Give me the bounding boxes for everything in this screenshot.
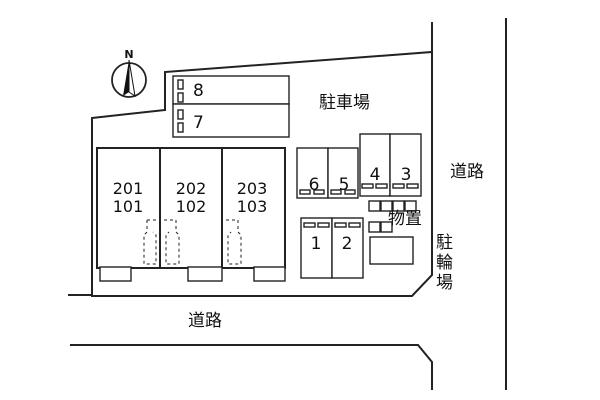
space-label-3: 3 <box>401 165 412 185</box>
parking-space-7 <box>172 103 290 138</box>
compass: N <box>111 48 147 98</box>
parking-space-1 <box>300 217 333 279</box>
space-label-4: 4 <box>370 165 381 185</box>
wheel-stop-2a <box>334 222 347 228</box>
bike-parking: 駐 輪 場 <box>369 233 453 293</box>
space-label-2: 2 <box>342 234 353 254</box>
bike-parking-label-1: 駐 <box>436 233 453 253</box>
porch-unit-2 <box>187 266 223 282</box>
storage-box-1 <box>368 200 381 212</box>
parking-spaces-right: 4 3 <box>359 133 422 197</box>
unit-label-201: 201 <box>113 179 144 198</box>
unit-label-103: 103 <box>237 197 268 216</box>
parking-spaces-middle: 6 5 <box>296 147 359 199</box>
bike-parking-label-3: 場 <box>436 273 453 293</box>
bike-parking-label-2: 輪 <box>436 253 453 273</box>
wheel-stop-1a <box>303 222 316 228</box>
site-boundary <box>91 50 433 297</box>
wheel-stop-8b <box>177 92 184 103</box>
wheel-stop-6b <box>313 189 325 195</box>
storage-box-5 <box>368 221 381 233</box>
space-label-8: 8 <box>193 81 204 101</box>
porch-unit-1 <box>99 266 132 282</box>
parking-title: 駐車場 <box>319 93 370 113</box>
space-label-5: 5 <box>339 175 350 195</box>
storage-box-4 <box>404 200 417 212</box>
north-arrow-icon <box>123 60 129 96</box>
wheel-stop-5a <box>330 189 342 195</box>
apartment-buildings: 201 101 202 102 203 103 <box>96 147 286 282</box>
wheel-stop-7a <box>177 109 184 120</box>
wheel-stop-7b <box>177 122 184 133</box>
unit-label-102: 102 <box>176 197 207 216</box>
stair-outline-1 <box>143 219 160 265</box>
wheel-stop-4a <box>361 183 374 189</box>
wheel-stop-3b <box>406 183 419 189</box>
storage-blocks: 物置 <box>368 200 422 233</box>
storage-label: 物置 <box>388 209 422 229</box>
bike-parking-area <box>369 236 414 265</box>
space-label-1: 1 <box>311 234 322 254</box>
wheel-stop-3a <box>392 183 405 189</box>
parking-spaces-top: 8 7 <box>172 75 290 138</box>
road-label-east: 道路 <box>450 162 484 182</box>
wheel-stop-2b <box>348 222 361 228</box>
road-label-south: 道路 <box>188 311 222 331</box>
wheel-stop-5b <box>344 189 356 195</box>
space-label-6: 6 <box>309 175 320 195</box>
road-line-south-bottom <box>70 344 433 390</box>
wheel-stop-8a <box>177 79 184 90</box>
storage-box-6 <box>380 221 393 233</box>
wheel-stop-1b <box>317 222 330 228</box>
stair-outline-2 <box>164 219 180 265</box>
north-arrow-icon-half <box>128 59 136 98</box>
storage-box-2 <box>380 200 393 212</box>
wheel-stop-4b <box>375 183 388 189</box>
compass-label: N <box>124 48 133 61</box>
unit-label-203: 203 <box>237 179 268 198</box>
space-label-7: 7 <box>193 113 204 133</box>
wheel-stop-6a <box>299 189 311 195</box>
unit-label-202: 202 <box>176 179 207 198</box>
porch-unit-3 <box>253 266 286 282</box>
parking-spaces-bottom: 1 2 <box>300 217 364 279</box>
parking-space-8 <box>172 75 290 105</box>
storage-box-3 <box>392 200 405 212</box>
parking-space-2 <box>331 217 364 279</box>
unit-label-101: 101 <box>113 197 144 216</box>
stair-outline-3 <box>226 219 242 265</box>
